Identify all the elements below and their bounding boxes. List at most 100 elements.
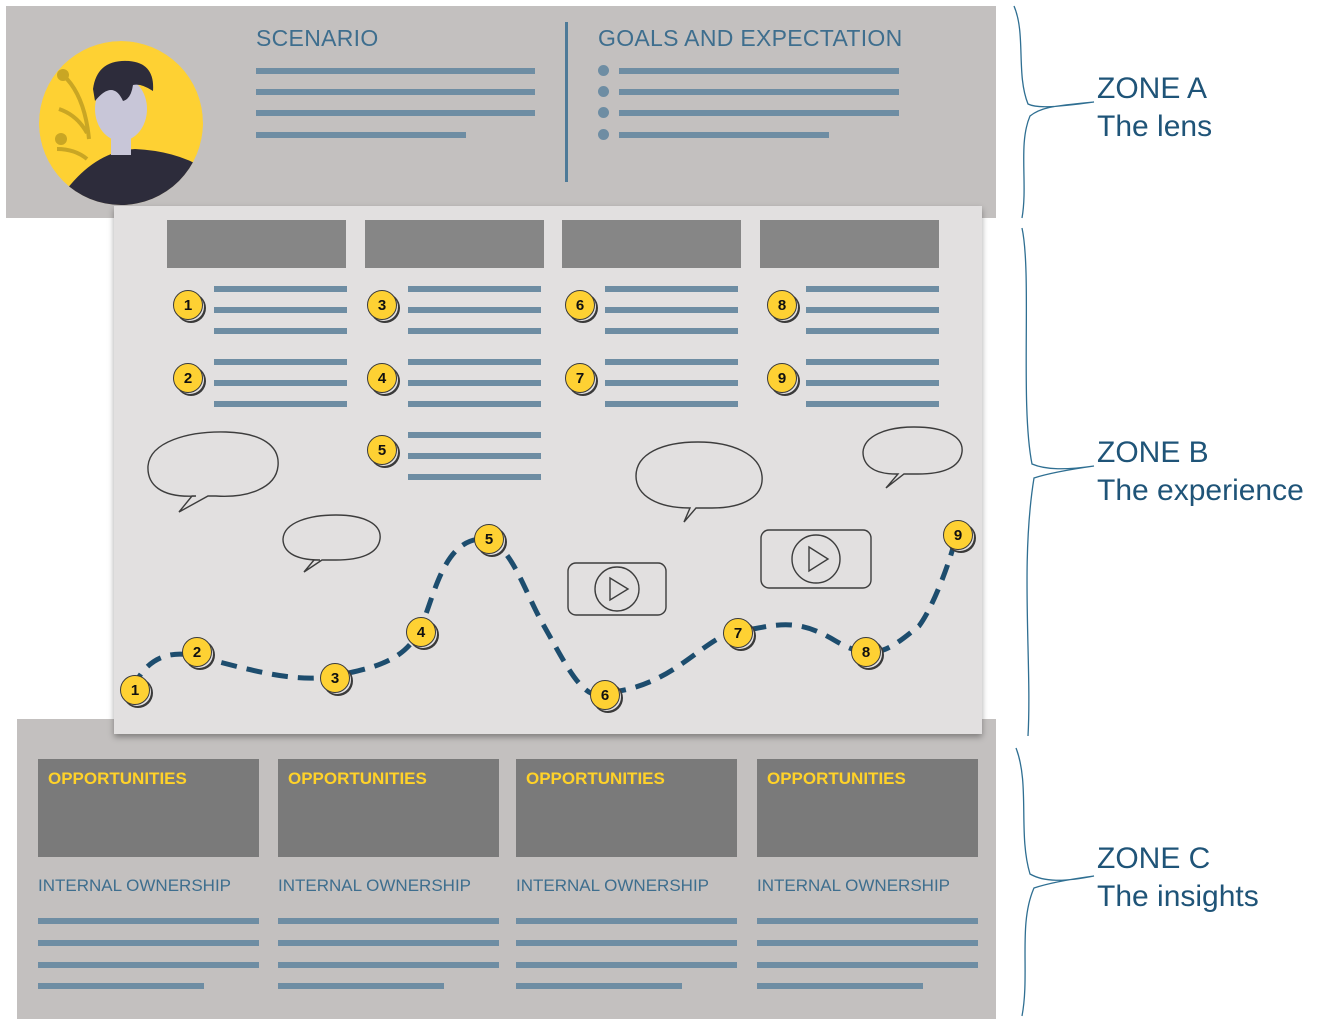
step-badge: 1 (173, 290, 203, 320)
phase-header-box (167, 220, 346, 268)
opportunities-box: OPPORTUNITIES (38, 759, 259, 857)
speech-bubble-icon (862, 426, 963, 489)
zone-c-desc: The insights (1097, 880, 1259, 913)
speech-bubble-icon (635, 441, 763, 523)
insight-text-line (38, 983, 204, 989)
step-badge: 8 (767, 290, 797, 320)
phase-header-box (365, 220, 544, 268)
insight-text-line (757, 962, 978, 968)
zone-a-panel: SCENARIO GOALS AND EXPECTATION (6, 6, 996, 218)
step-text-line (806, 286, 939, 292)
step-text-line (605, 380, 738, 386)
zone-a-desc: The lens (1097, 110, 1213, 143)
zone-a-label: ZONE A The lens (1097, 70, 1212, 146)
step-badge: 5 (367, 435, 397, 465)
insight-text-line (38, 962, 259, 968)
journey-point: 6 (590, 680, 620, 710)
internal-ownership-label: INTERNAL OWNERSHIP (278, 876, 472, 895)
opportunities-label: OPPORTUNITIES (767, 769, 906, 788)
step-text-line (408, 474, 541, 480)
opportunities-label: OPPORTUNITIES (48, 769, 187, 788)
opportunities-label: OPPORTUNITIES (288, 769, 427, 788)
scenario-text-line (256, 68, 535, 74)
zone-b-desc: The experience (1097, 474, 1304, 507)
journey-point: 4 (406, 617, 436, 647)
step-badge: 6 (565, 290, 595, 320)
goal-text-line (619, 110, 899, 116)
insight-text-line (278, 940, 499, 946)
zone-a-name: ZONE A (1097, 72, 1208, 105)
internal-ownership-label: INTERNAL OWNERSHIP (757, 876, 951, 895)
step-badge: 4 (367, 363, 397, 393)
zone-c-panel: OPPORTUNITIES OPPORTUNITIES OPPORTUNITIE… (17, 719, 996, 1019)
step-badge: 2 (173, 363, 203, 393)
step-text-line (605, 307, 738, 313)
zone-b-label: ZONE B The experience (1097, 434, 1304, 510)
goal-text-line (619, 68, 899, 74)
step-text-line (408, 380, 541, 386)
journey-point: 8 (851, 637, 881, 667)
step-text-line (214, 286, 347, 292)
goal-text-line (619, 132, 829, 138)
step-text-line (214, 328, 347, 334)
insight-text-line (516, 918, 737, 924)
step-text-line (806, 328, 939, 334)
internal-ownership-label: INTERNAL OWNERSHIP (38, 876, 232, 895)
step-text-line (214, 307, 347, 313)
video-play-icon (760, 529, 872, 589)
opportunities-box: OPPORTUNITIES (516, 759, 737, 857)
internal-ownership-label: INTERNAL OWNERSHIP (516, 876, 710, 895)
zone-c-label: ZONE C The insights (1097, 840, 1259, 916)
journey-point: 7 (723, 618, 753, 648)
zone-b-panel: 1 2 3 4 5 6 7 8 9 (114, 206, 982, 734)
opportunities-box: OPPORTUNITIES (278, 759, 499, 857)
step-badge: 3 (367, 290, 397, 320)
step-text-line (806, 307, 939, 313)
zone-braces (1013, 5, 1095, 1017)
step-text-line (408, 307, 541, 313)
insight-text-line (757, 940, 978, 946)
journey-point: 1 (120, 675, 150, 705)
scenario-text-line (256, 89, 535, 95)
goal-bullet (598, 65, 609, 76)
journey-point: 5 (474, 524, 504, 554)
zone-b-name: ZONE B (1097, 436, 1209, 469)
insight-text-line (38, 940, 259, 946)
step-badge: 9 (767, 363, 797, 393)
goal-bullet (598, 129, 609, 140)
opportunities-label: OPPORTUNITIES (526, 769, 665, 788)
goal-bullet (598, 107, 609, 118)
step-text-line (408, 328, 541, 334)
step-text-line (605, 359, 738, 365)
video-play-icon (567, 562, 667, 616)
step-text-line (408, 286, 541, 292)
step-badge: 7 (565, 363, 595, 393)
scenario-text-line (256, 110, 535, 116)
scenario-text-line (256, 132, 466, 138)
goal-bullet (598, 86, 609, 97)
insight-text-line (757, 983, 923, 989)
speech-bubble-icon (282, 514, 381, 573)
step-text-line (605, 328, 738, 334)
phase-header-box (760, 220, 939, 268)
step-text-line (408, 359, 541, 365)
insight-text-line (516, 962, 737, 968)
zone-c-name: ZONE C (1097, 842, 1211, 875)
scenario-title: SCENARIO (256, 25, 379, 51)
step-text-line (605, 401, 738, 407)
phase-header-box (562, 220, 741, 268)
persona-avatar (39, 41, 203, 205)
zone-a-divider (565, 22, 568, 182)
insight-text-line (278, 918, 499, 924)
opportunities-box: OPPORTUNITIES (757, 759, 978, 857)
step-text-line (806, 380, 939, 386)
step-text-line (806, 401, 939, 407)
step-text-line (605, 286, 738, 292)
goal-text-line (619, 89, 899, 95)
step-text-line (214, 359, 347, 365)
step-text-line (214, 380, 347, 386)
insight-text-line (278, 962, 499, 968)
insight-text-line (516, 940, 737, 946)
insight-text-line (757, 918, 978, 924)
journey-point: 9 (943, 520, 973, 550)
